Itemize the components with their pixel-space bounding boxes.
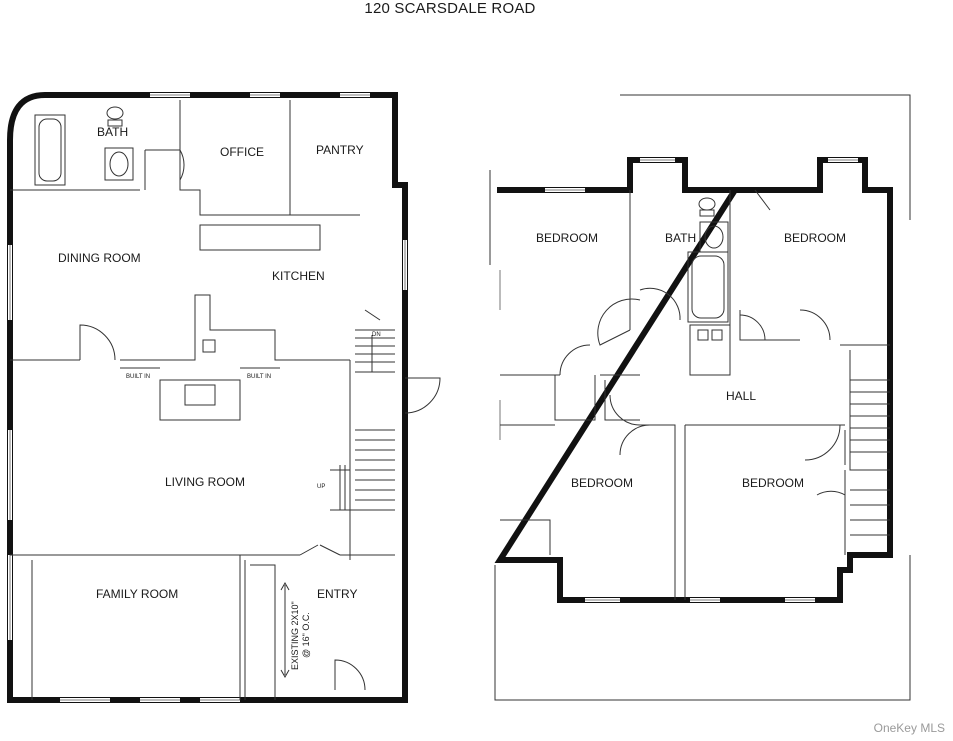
first-floor-doors <box>79 149 441 691</box>
ff-office-label: OFFICE <box>220 145 264 159</box>
first-floor-bath-fixtures <box>34 106 134 186</box>
built-in-left-label: BUILT IN <box>126 374 150 380</box>
second-floor-windows <box>498 158 858 602</box>
second-floor-doors <box>559 189 846 496</box>
joist-note-line2: @ 16" O.C. <box>301 612 311 658</box>
roof-outline <box>489 94 911 701</box>
sf-bedroom-ne-label: BEDROOM <box>784 231 846 245</box>
stair-up-label: UP <box>317 484 325 490</box>
stair-down-label: DN <box>372 332 381 338</box>
sf-bedroom-se-label: BEDROOM <box>742 476 804 490</box>
built-in-right-label: BUILT IN <box>247 374 271 380</box>
second-floor: BEDROOM BATH BEDROOM HALL BEDROOM BEDROO… <box>489 94 911 701</box>
joist-note-line1: EXISTING 2X10" <box>290 601 300 670</box>
first-floor-exterior-wall <box>7 92 408 703</box>
first-floor-interior-walls <box>10 100 395 700</box>
ff-living-room-label: LIVING ROOM <box>165 475 245 489</box>
ff-dining-room-label: DINING ROOM <box>58 251 141 265</box>
fireplace-box <box>202 339 216 353</box>
first-floor-stair <box>339 335 395 510</box>
ff-pantry-label: PANTRY <box>316 143 364 157</box>
first-floor: BATH OFFICE PANTRY DINING ROOM KITCHEN L… <box>7 92 441 703</box>
joist-arrow <box>280 581 290 679</box>
sf-bedroom-nw-label: BEDROOM <box>536 231 598 245</box>
second-floor-interior-walls <box>500 190 890 600</box>
second-floor-bath-fixtures <box>687 197 729 341</box>
plan-title: 120 SCARSDALE ROAD <box>364 0 536 17</box>
second-floor-stair <box>850 379 890 536</box>
sf-bedroom-sw-label: BEDROOM <box>571 476 633 490</box>
hearth <box>184 384 216 406</box>
sf-hall-label: HALL <box>726 389 756 403</box>
ff-family-room-label: FAMILY ROOM <box>96 587 178 601</box>
ff-kitchen-label: KITCHEN <box>272 269 325 283</box>
sf-bath-label: BATH <box>665 231 696 245</box>
watermark: OneKey MLS <box>873 721 945 735</box>
ff-bath-label: BATH <box>97 125 128 139</box>
joist-note: EXISTING 2X10" @ 16" O.C. <box>290 601 311 670</box>
ff-entry-label: ENTRY <box>317 587 357 601</box>
first-floor-windows <box>8 93 407 702</box>
second-floor-exterior-wall <box>494 157 893 603</box>
